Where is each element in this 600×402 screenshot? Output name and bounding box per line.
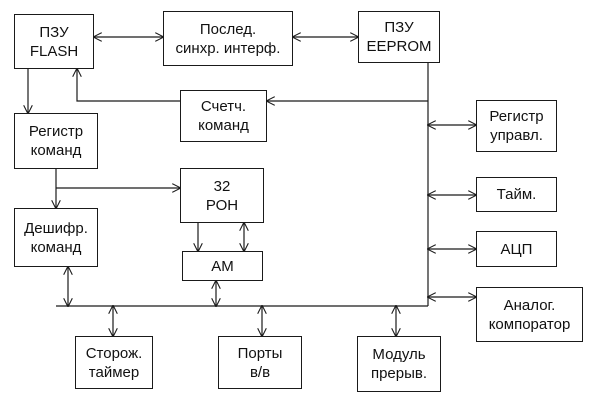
- flash-rom-block: ПЗУ FLASH: [14, 14, 94, 69]
- ron-block: 32 РОН: [180, 168, 264, 223]
- interrupt-module-block: Модуль прерыв.: [357, 336, 441, 392]
- io-ports-label: Порты в/в: [237, 344, 283, 381]
- eeprom-label: ПЗУ EEPROM: [366, 19, 432, 55]
- analog-comparator-block: Аналог. компоратор: [476, 287, 583, 342]
- interrupt-module-label: Модуль прерыв.: [370, 346, 428, 382]
- control-register-label: Регистр управл.: [489, 108, 544, 144]
- timer-label: Тайм.: [496, 186, 537, 203]
- io-ports-block: Порты в/в: [218, 336, 302, 389]
- flash-rom-label: ПЗУ FLASH: [29, 23, 79, 60]
- link-counter-flash: [77, 69, 180, 102]
- program-counter-block: Счетч. команд: [180, 90, 267, 142]
- adc-label: АЦП: [500, 240, 533, 258]
- ron-label: 32 РОН: [205, 177, 239, 214]
- alu-label: АМ: [211, 257, 234, 275]
- watchdog-timer-block: Сторож. таймер: [75, 336, 153, 389]
- command-register-block: Регистр команд: [14, 113, 98, 169]
- watchdog-timer-label: Сторож. таймер: [85, 344, 143, 381]
- decoder-block: Дешифр. команд: [14, 208, 98, 267]
- decoder-label: Дешифр. команд: [24, 219, 88, 256]
- timer-block: Тайм.: [476, 177, 557, 212]
- serial-interface-label: Послед. синхр. интерф.: [175, 20, 281, 57]
- adc-block: АЦП: [476, 231, 557, 267]
- control-register-block: Регистр управл.: [476, 100, 557, 152]
- serial-interface-block: Послед. синхр. интерф.: [163, 11, 293, 66]
- alu-block: АМ: [182, 251, 263, 281]
- program-counter-label: Счетч. команд: [198, 98, 249, 134]
- command-register-label: Регистр команд: [28, 123, 84, 159]
- analog-comparator-label: Аналог. компоратор: [488, 296, 571, 333]
- eeprom-block: ПЗУ EEPROM: [358, 11, 440, 63]
